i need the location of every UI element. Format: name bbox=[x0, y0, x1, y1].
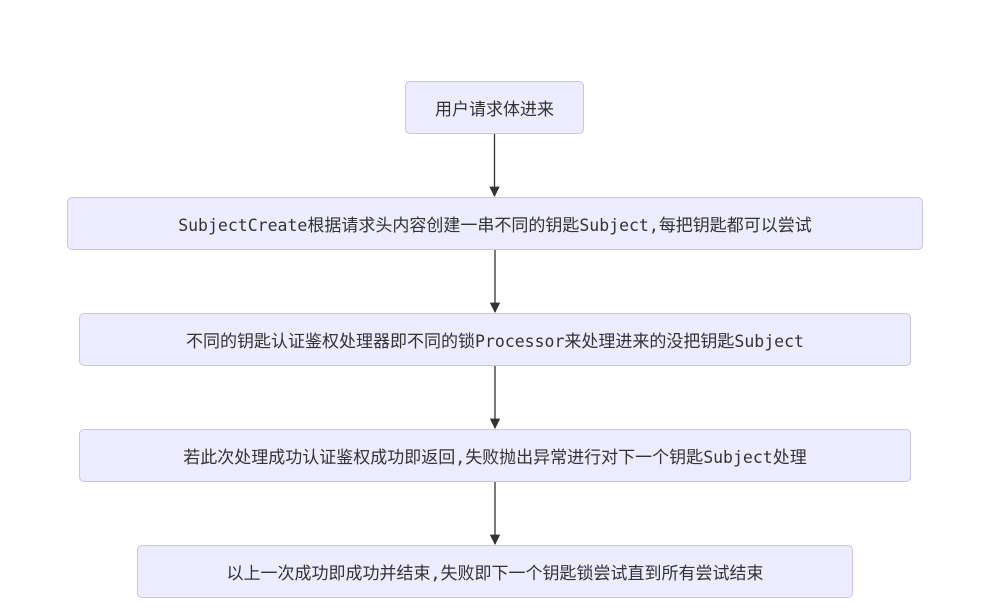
node-label: 若此次处理成功认证鉴权成功即返回,失败抛出异常进行对下一个钥匙Subject处理 bbox=[183, 443, 806, 468]
node-label-part: 来处理进来的没把钥匙 bbox=[564, 332, 735, 352]
node-label: 用户请求体进来 bbox=[435, 95, 554, 120]
node-subject-create: SubjectCreate根据请求头内容创建一串不同的钥匙Subject,每把钥… bbox=[67, 197, 923, 250]
node-label: SubjectCreate根据请求头内容创建一串不同的钥匙Subject,每把钥… bbox=[178, 211, 812, 236]
node-user-request: 用户请求体进来 bbox=[405, 81, 584, 134]
node-end-condition: 以上一次成功即成功并结束,失败即下一个钥匙锁尝试直到所有尝试结束 bbox=[137, 545, 853, 598]
node-label: 不同的钥匙认证鉴权处理器即不同的锁Processor来处理进来的没把钥匙Subj… bbox=[186, 327, 804, 352]
node-label-part: 用户请求体进来 bbox=[435, 100, 554, 120]
node-label-part: 失败即下一个钥匙锁尝试直到所有尝试结束 bbox=[440, 564, 764, 584]
node-label-part: Subject bbox=[734, 332, 804, 351]
node-label-part: , bbox=[430, 564, 441, 583]
node-processor: 不同的钥匙认证鉴权处理器即不同的锁Processor来处理进来的没把钥匙Subj… bbox=[79, 313, 911, 366]
node-label-part: 若此次处理成功认证鉴权成功即返回 bbox=[183, 448, 456, 468]
node-label: 以上一次成功即成功并结束,失败即下一个钥匙锁尝试直到所有尝试结束 bbox=[227, 559, 764, 584]
node-success-check: 若此次处理成功认证鉴权成功即返回,失败抛出异常进行对下一个钥匙Subject处理 bbox=[79, 429, 911, 482]
node-label-part: Subject bbox=[703, 448, 773, 467]
node-label-part: 以上一次成功即成功并结束 bbox=[226, 564, 431, 584]
node-label-part: 失败抛出异常进行对下一个钥匙 bbox=[465, 448, 704, 468]
node-label-part: Subject, bbox=[579, 216, 659, 235]
node-label-part: , bbox=[455, 448, 466, 467]
node-label-part: 处理 bbox=[772, 448, 807, 468]
node-label-part: SubjectCreate bbox=[178, 216, 308, 235]
node-label-part: 不同的钥匙认证鉴权处理器即不同的锁 bbox=[186, 332, 476, 352]
node-label-part: Processor bbox=[475, 332, 565, 351]
node-label-part: 根据请求头内容创建一串不同的钥匙 bbox=[307, 216, 580, 236]
node-label-part: 每把钥匙都可以尝试 bbox=[658, 216, 812, 236]
